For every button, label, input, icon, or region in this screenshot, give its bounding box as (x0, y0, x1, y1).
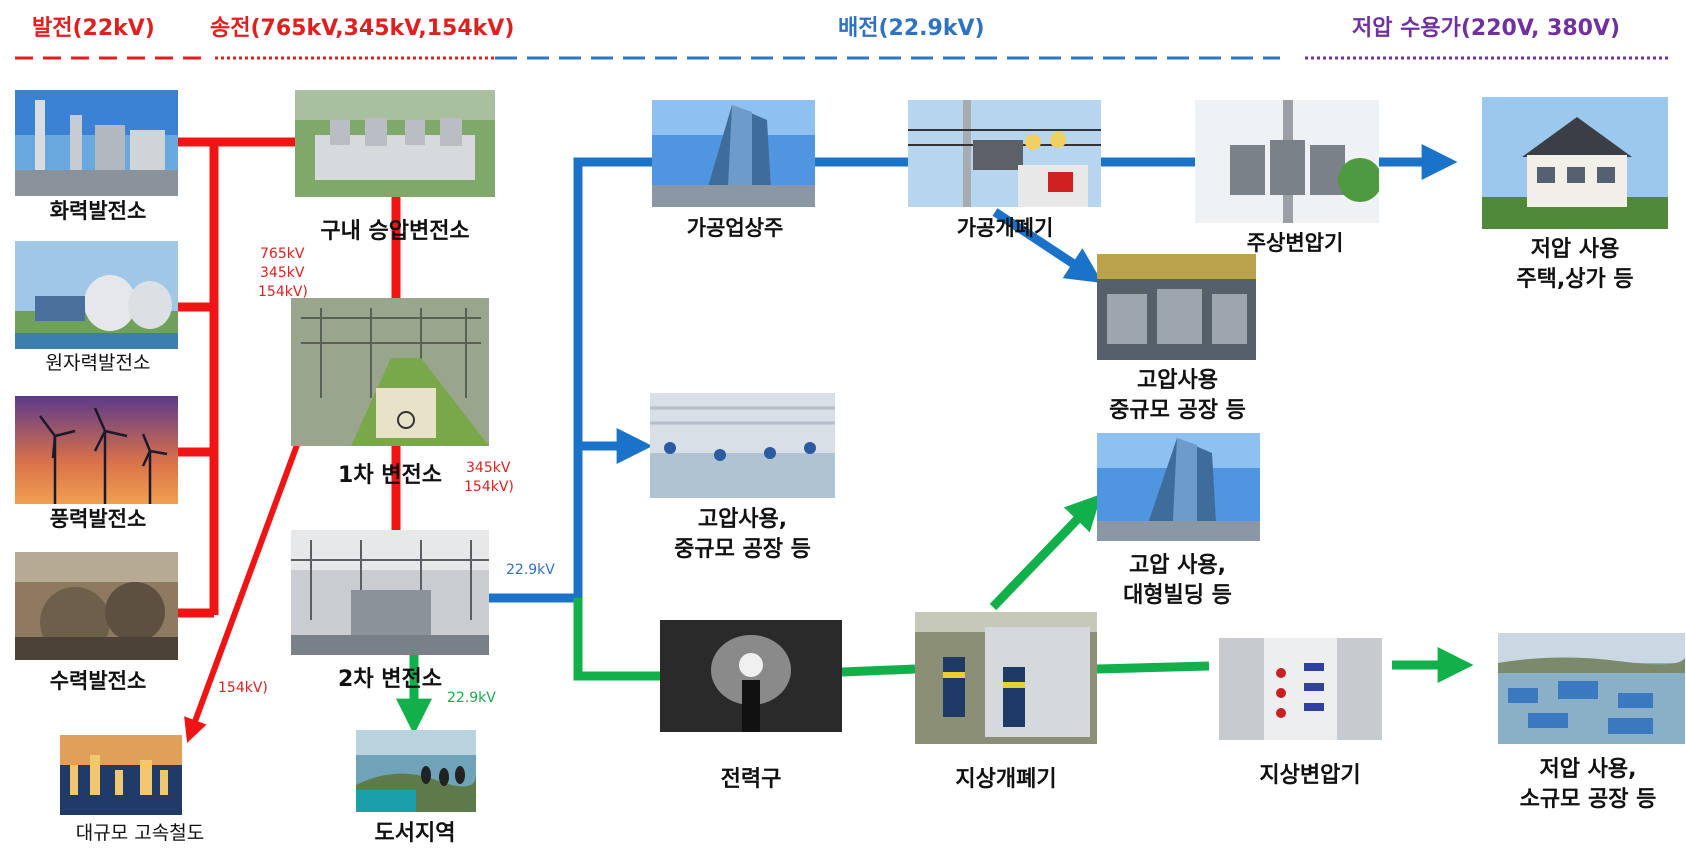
label-tunnel: 전력구 (720, 767, 782, 792)
label-hv-building-line1: 고압 사용, (1129, 553, 1226, 578)
wind-farm-image (15, 396, 178, 504)
blue-arrow-factory-top (992, 208, 1103, 283)
label-stepup-substation: 구내 승압변전소 (320, 219, 470, 244)
railway-city-image (60, 735, 182, 815)
ground-switch-image (915, 612, 1097, 744)
label-overhead-switch: 가공개폐기 (956, 216, 1054, 240)
residential-house-image (1482, 97, 1668, 229)
blue-line-secondary (478, 157, 652, 603)
tunnel-image (660, 620, 842, 732)
hv-factory-top-image (1097, 254, 1256, 360)
overhead-switch-image (908, 100, 1101, 207)
label-low-factory-line2: 소규모 공장 등 (1519, 787, 1657, 812)
green-line-underground (573, 598, 660, 681)
label-low-factory-line1: 저압 사용, (1539, 757, 1637, 782)
label-nuclear: 원자력발전소 (45, 352, 151, 374)
label-hv-factory-top-line2: 중규모 공장 등 (1109, 398, 1246, 423)
label-overhead-pole: 가공업상주 (686, 216, 784, 240)
voltage-dist-blue: 22.9kV (506, 562, 555, 578)
label-pole-transformer: 주상변압기 (1246, 231, 1344, 255)
low-factory-image (1498, 633, 1685, 744)
hv-factory-mid-image (650, 393, 835, 498)
voltage-stepup-765: 765kV (260, 246, 305, 262)
label-wind: 풍력발전소 (49, 507, 147, 531)
stepup-substation-image (295, 90, 495, 197)
primary-substation-image (291, 298, 489, 446)
label-railway: 대규모 고속철도 (75, 822, 205, 844)
header-generation: 발전(22kV) (32, 16, 155, 41)
voltage-dist-green: 22.9kV (447, 690, 496, 706)
red-arrow-railway (184, 443, 300, 743)
label-ground-switch: 지상개폐기 (955, 767, 1057, 792)
header-distribution: 배전(22.9kV) (838, 16, 985, 41)
pole-transformer-image (1195, 100, 1379, 223)
secondary-substation-image (291, 530, 489, 655)
label-primary-substation: 1차 변전소 (338, 463, 442, 488)
header-transmission: 송전(765kV,345kV,154kV) (210, 16, 515, 41)
label-ground-transformer: 지상변압기 (1259, 763, 1361, 788)
label-low-residential-line1: 저압 사용 (1530, 237, 1620, 262)
label-hydro: 수력발전소 (49, 669, 147, 693)
header-low-voltage: 저압 수용가(220V, 380V) (1352, 16, 1621, 41)
voltage-stepup-154: 154kV) (258, 284, 308, 300)
voltage-primary-345: 345kV (466, 460, 511, 476)
label-low-residential-line2: 주택,상가 등 (1516, 267, 1634, 292)
label-hv-factory-mid-line1: 고압사용, (697, 507, 788, 532)
thermal-plant-image (15, 90, 178, 196)
overhead-pole-image (652, 100, 815, 207)
label-hv-factory-top-line1: 고압사용 (1137, 368, 1218, 393)
label-hv-factory-mid-line2: 중규모 공장 등 (674, 537, 811, 562)
nuclear-plant-image (15, 241, 178, 349)
green-line-switch-transformer (1096, 661, 1210, 674)
voltage-primary-154: 154kV) (464, 479, 514, 495)
voltage-rail-154: 154kV) (218, 680, 268, 696)
hydro-plant-image (15, 552, 178, 660)
label-secondary-substation: 2차 변전소 (338, 667, 442, 692)
hv-building-image (1097, 433, 1260, 541)
voltage-stepup-345: 345kV (260, 265, 305, 281)
green-arrow-building (989, 493, 1102, 611)
island-image (356, 730, 476, 812)
label-thermal: 화력발전소 (49, 199, 147, 223)
label-hv-building-line2: 대형빌딩 등 (1123, 583, 1232, 608)
label-island: 도서지역 (374, 821, 456, 846)
green-line-tunnel-switch (841, 664, 916, 677)
ground-transformer-image (1209, 633, 1392, 745)
